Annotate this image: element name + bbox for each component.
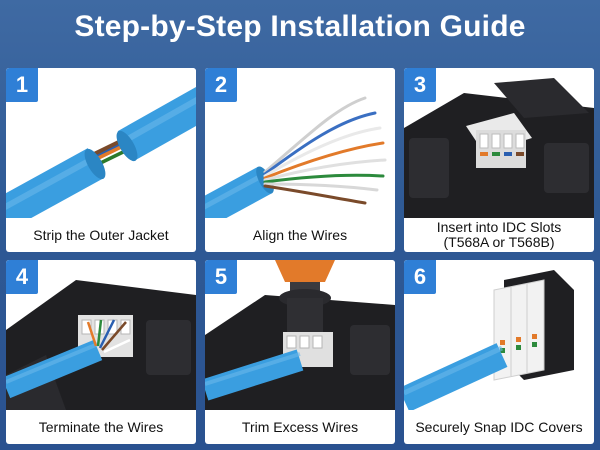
step-caption-text: Align the Wires bbox=[252, 226, 348, 243]
step-card-5: 5 Trim Excess Wires bbox=[205, 260, 395, 444]
steps-grid: 1 Strip the Outer Jacket bbox=[6, 68, 594, 444]
step-1-illustration bbox=[6, 68, 196, 218]
step-card-3: 3 Insert into IDC Slots (T568A or T568B) bbox=[404, 68, 594, 252]
step-caption: Trim Excess Wires bbox=[205, 410, 395, 444]
step-number-badge: 3 bbox=[404, 68, 436, 102]
step-caption-text: Strip the Outer Jacket bbox=[33, 226, 169, 243]
step-number-badge: 1 bbox=[6, 68, 38, 102]
step-card-4: 4 Terminate the Wires bbox=[6, 260, 196, 444]
step-caption-text: Terminate the Wires bbox=[38, 418, 164, 435]
step-5-illustration bbox=[205, 260, 395, 410]
step-caption: Securely Snap IDC Covers bbox=[404, 410, 594, 444]
step-caption: Strip the Outer Jacket bbox=[6, 218, 196, 252]
step-caption-text: Insert into IDC Slots (T568A or T568B) bbox=[436, 219, 562, 250]
step-caption-text: Securely Snap IDC Covers bbox=[415, 418, 583, 435]
step-caption: Insert into IDC Slots (T568A or T568B) bbox=[404, 218, 594, 252]
page-title: Step-by-Step Installation Guide bbox=[74, 10, 526, 43]
step-card-2: 2 Align the Wires bbox=[205, 68, 395, 252]
step-number-badge: 6 bbox=[404, 260, 436, 294]
step-number-badge: 2 bbox=[205, 68, 237, 102]
step-card-6: 6 Securely Snap IDC Covers bbox=[404, 260, 594, 444]
step-number-badge: 5 bbox=[205, 260, 237, 294]
step-number-badge: 4 bbox=[6, 260, 38, 294]
step-card-1: 1 Strip the Outer Jacket bbox=[6, 68, 196, 252]
step-caption-text: Trim Excess Wires bbox=[241, 418, 359, 435]
step-caption: Terminate the Wires bbox=[6, 410, 196, 444]
step-caption: Align the Wires bbox=[205, 218, 395, 252]
step-4-illustration bbox=[6, 260, 196, 410]
